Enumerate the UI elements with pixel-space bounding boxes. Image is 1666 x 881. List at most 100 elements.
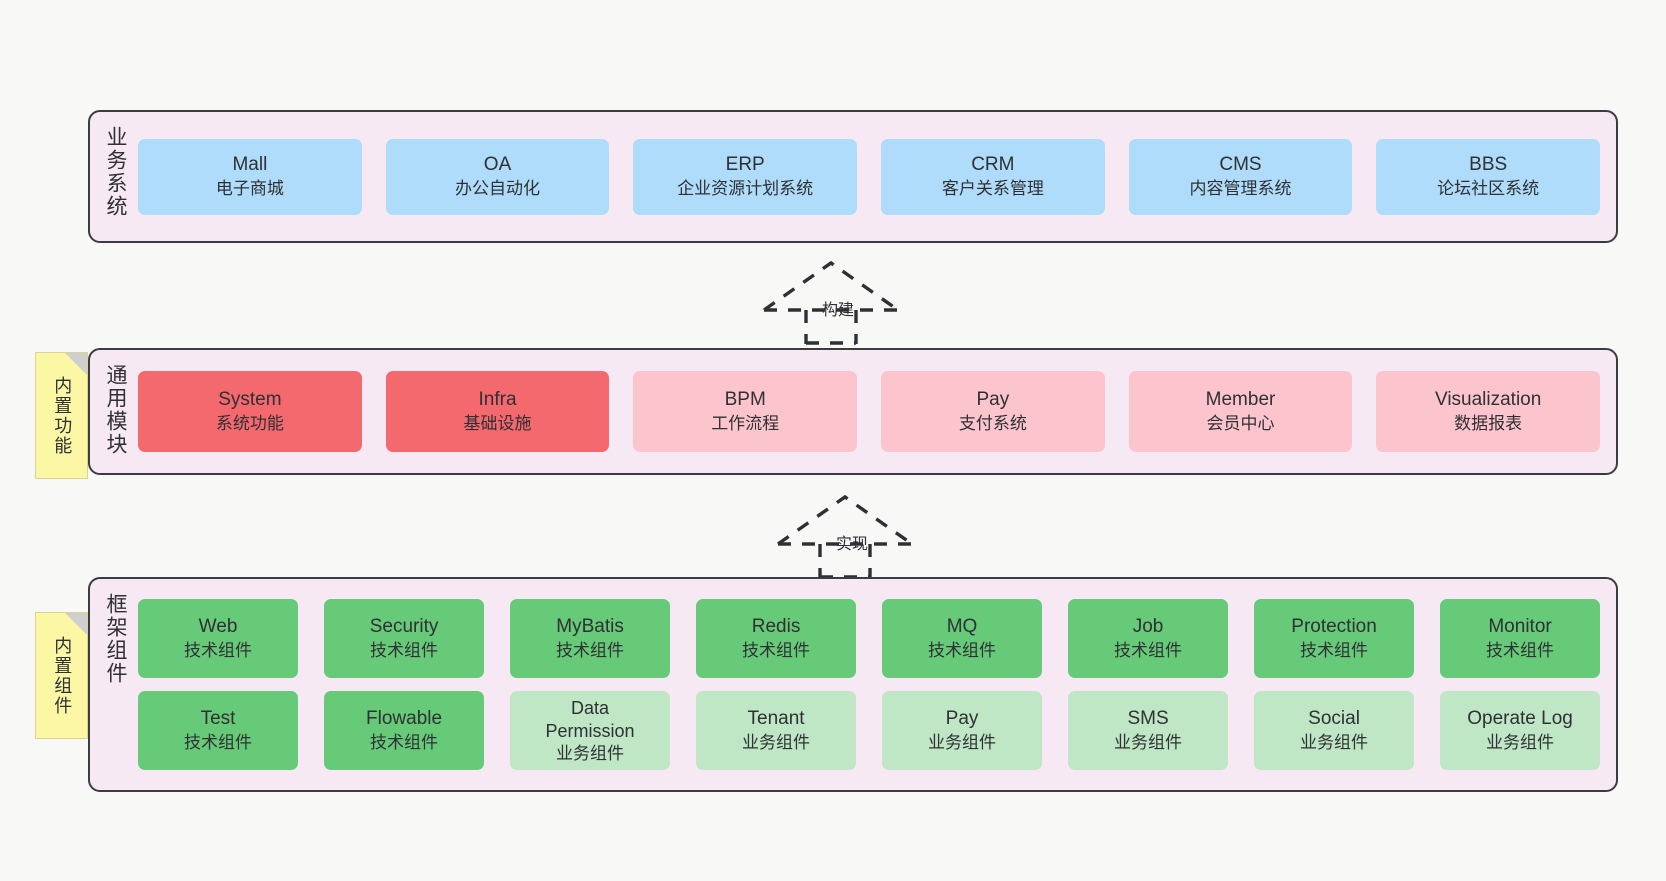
- node-mq[interactable]: MQ 技术组件: [882, 599, 1043, 678]
- layer-title-common-module: 通用模块: [104, 364, 128, 456]
- node-title: CRM: [971, 154, 1015, 176]
- layer-body-business-system: Mall 电子商城 OA 办公自动化 ERP 企业资源计划系统 CRM 客户关系…: [136, 112, 1616, 241]
- node-title: Protection: [1291, 616, 1377, 638]
- node-title: System: [218, 389, 282, 411]
- node-subtitle: 会员中心: [1206, 413, 1275, 433]
- node-flowable[interactable]: Flowable 技术组件: [324, 691, 485, 770]
- node-subtitle: 业务组件: [742, 732, 811, 752]
- node-visualization[interactable]: Visualization 数据报表: [1376, 371, 1600, 452]
- node-subtitle: 客户关系管理: [941, 178, 1044, 198]
- layer-framework-component[interactable]: 框架组件 Web 技术组件 Security 技术组件 MyBatis 技术组件…: [88, 577, 1618, 792]
- node-web[interactable]: Web 技术组件: [138, 599, 299, 678]
- node-operate-log[interactable]: Operate Log 业务组件: [1440, 691, 1601, 770]
- node-subtitle: 技术组件: [370, 640, 439, 660]
- node-subtitle: 业务组件: [1486, 732, 1555, 752]
- layer-business-system[interactable]: 业务系统 Mall 电子商城 OA 办公自动化 ERP 企业资源计划系统 CRM: [88, 110, 1618, 243]
- node-subtitle: 技术组件: [742, 640, 811, 660]
- layer-title-framework-component: 框架组件: [104, 593, 128, 685]
- node-title: Web: [198, 616, 238, 638]
- node-cms[interactable]: CMS 内容管理系统: [1128, 138, 1353, 215]
- node-title: MQ: [946, 616, 978, 638]
- node-row: System 系统功能 Infra 基础设施 BPM 工作流程 Pay 支付系统…: [138, 371, 1600, 452]
- node-subtitle: 论坛社区系统: [1437, 178, 1540, 198]
- node-title: Tenant: [747, 708, 805, 730]
- node-title: Pay: [976, 389, 1010, 411]
- node-crm[interactable]: CRM 客户关系管理: [881, 138, 1105, 215]
- node-row: Web 技术组件 Security 技术组件 MyBatis 技术组件 Redi…: [138, 599, 1601, 678]
- node-title: Infra: [478, 389, 517, 411]
- node-job[interactable]: Job 技术组件: [1068, 599, 1229, 678]
- node-mybatis[interactable]: MyBatis 技术组件: [510, 599, 671, 678]
- node-data-permission[interactable]: Data Permission 业务组件: [510, 691, 671, 770]
- node-title: Flowable: [366, 708, 443, 730]
- note-label: 内置组件: [52, 635, 73, 716]
- node-erp[interactable]: ERP 企业资源计划系统: [633, 138, 858, 215]
- node-mall[interactable]: Mall 电子商城: [138, 138, 362, 215]
- node-member[interactable]: Member 会员中心: [1128, 371, 1353, 452]
- node-protection[interactable]: Protection 技术组件: [1254, 599, 1415, 678]
- node-subtitle: 办公自动化: [455, 178, 541, 198]
- node-title: Mall: [232, 154, 268, 176]
- note-builtin-function[interactable]: 内置功能: [35, 352, 88, 479]
- node-security[interactable]: Security 技术组件: [324, 599, 485, 678]
- node-subtitle: 技术组件: [1114, 640, 1183, 660]
- node-subtitle: 基础设施: [463, 413, 532, 433]
- node-test[interactable]: Test 技术组件: [138, 691, 299, 770]
- node-oa[interactable]: OA 办公自动化: [385, 138, 610, 215]
- note-builtin-component[interactable]: 内置组件: [35, 612, 88, 739]
- node-subtitle: 电子商城: [215, 178, 284, 198]
- node-subtitle: 技术组件: [928, 640, 997, 660]
- node-title: BPM: [724, 389, 766, 411]
- node-title: Data Permission: [545, 697, 635, 741]
- node-title: Social: [1308, 708, 1360, 730]
- connector-build: 构建: [756, 258, 906, 345]
- node-pay[interactable]: Pay 支付系统: [881, 371, 1105, 452]
- node-infra[interactable]: Infra 基础设施: [385, 371, 610, 452]
- node-subtitle: 业务组件: [1300, 732, 1369, 752]
- node-system[interactable]: System 系统功能: [138, 371, 362, 452]
- node-title: CMS: [1219, 154, 1262, 176]
- node-subtitle: 工作流程: [711, 413, 780, 433]
- node-sms[interactable]: SMS 业务组件: [1068, 691, 1229, 770]
- node-bbs[interactable]: BBS 论坛社区系统: [1376, 138, 1600, 215]
- node-row: Mall 电子商城 OA 办公自动化 ERP 企业资源计划系统 CRM 客户关系…: [138, 138, 1600, 215]
- node-subtitle: 技术组件: [184, 640, 253, 660]
- node-subtitle: 内容管理系统: [1189, 178, 1292, 198]
- note-fold-corner-icon: [65, 353, 87, 375]
- node-subtitle: 技术组件: [1300, 640, 1369, 660]
- node-bpm[interactable]: BPM 工作流程: [633, 371, 858, 452]
- node-social[interactable]: Social 业务组件: [1254, 691, 1415, 770]
- node-title: BBS: [1469, 154, 1508, 176]
- node-title: Redis: [751, 616, 801, 638]
- node-pay-component[interactable]: Pay 业务组件: [882, 691, 1043, 770]
- node-row: Test 技术组件 Flowable 技术组件 Data Permission …: [138, 691, 1601, 770]
- node-subtitle: 数据报表: [1454, 413, 1523, 433]
- layer-body-common-module: System 系统功能 Infra 基础设施 BPM 工作流程 Pay 支付系统…: [136, 350, 1616, 473]
- node-title: Member: [1205, 389, 1276, 411]
- node-title: MyBatis: [556, 616, 624, 638]
- node-subtitle: 系统功能: [215, 413, 284, 433]
- node-subtitle: 业务组件: [1114, 732, 1183, 752]
- layer-common-module[interactable]: 通用模块 System 系统功能 Infra 基础设施 BPM 工作流程 Pay: [88, 348, 1618, 475]
- node-monitor[interactable]: Monitor 技术组件: [1440, 599, 1601, 678]
- node-redis[interactable]: Redis 技术组件: [696, 599, 857, 678]
- note-fold-corner-icon: [65, 613, 87, 635]
- node-subtitle: 技术组件: [184, 732, 253, 752]
- layer-body-framework-component: Web 技术组件 Security 技术组件 MyBatis 技术组件 Redi…: [136, 579, 1616, 790]
- layer-title-business-system: 业务系统: [104, 126, 128, 218]
- node-title: OA: [483, 154, 512, 176]
- node-subtitle: 技术组件: [370, 732, 439, 752]
- connector-implement: 实现: [770, 492, 920, 579]
- node-title: Test: [200, 708, 236, 730]
- node-subtitle: 业务组件: [556, 743, 625, 763]
- node-title: Security: [369, 616, 439, 638]
- connector-label-build: 构建: [822, 302, 855, 319]
- node-subtitle: 支付系统: [958, 413, 1027, 433]
- node-title: Job: [1132, 616, 1164, 638]
- node-title: ERP: [725, 154, 765, 176]
- connector-label-implement: 实现: [836, 536, 869, 553]
- node-subtitle: 业务组件: [928, 732, 997, 752]
- node-tenant[interactable]: Tenant 业务组件: [696, 691, 857, 770]
- node-title: Operate Log: [1467, 708, 1573, 730]
